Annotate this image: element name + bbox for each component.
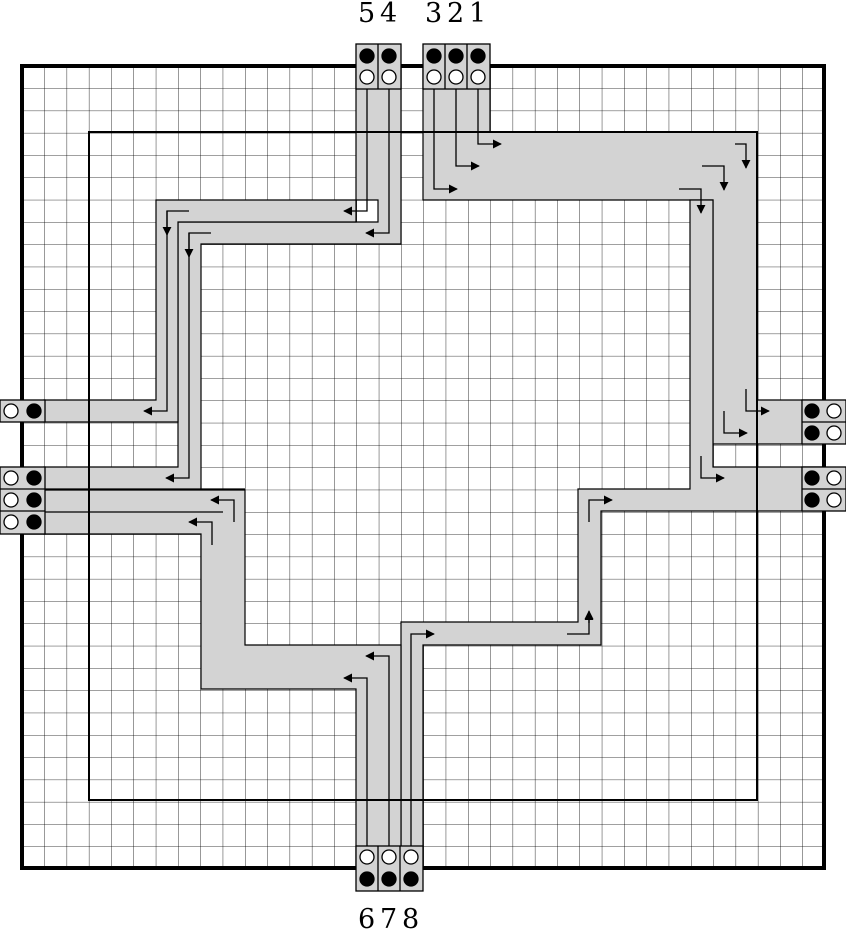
route-left-b: [188, 517, 213, 545]
route-1-c: [745, 389, 770, 416]
route-2-b: [702, 165, 729, 191]
route-2: [455, 88, 480, 171]
route-3-c: [700, 456, 725, 483]
label-2: 2: [447, 0, 464, 29]
route-5: [343, 88, 368, 216]
label-3: 3: [425, 0, 442, 29]
bottom-labels: 6 7 8: [358, 904, 419, 934]
route-2-c: [723, 411, 748, 438]
route-left-a: [210, 495, 235, 522]
route-3: [433, 88, 458, 194]
route-3-b: [679, 188, 706, 214]
inner-boundary: [88, 131, 758, 801]
terminals: [0, 43, 846, 892]
route-7: [365, 651, 390, 858]
channel-left-upper: [43, 199, 357, 423]
label-7: 7: [380, 904, 397, 934]
route-8: [410, 629, 435, 858]
route-1: [477, 88, 502, 149]
route-1-b: [735, 143, 751, 169]
route-4: [365, 88, 390, 238]
label-1: 1: [469, 0, 486, 29]
route-6: [343, 673, 368, 858]
route-4-out: [165, 232, 211, 483]
channels: [43, 65, 825, 869]
route-5-out: [143, 210, 189, 416]
route-r2-b: [567, 611, 594, 635]
route-r2-c: [588, 495, 613, 522]
route-lines: [44, 88, 770, 858]
label-8: 8: [402, 904, 419, 934]
top-labels: 5 4 3 2 1: [358, 0, 486, 29]
channel-right-lower: [400, 199, 825, 869]
label-6: 6: [358, 904, 375, 934]
label-5: 5: [358, 0, 375, 29]
label-4: 4: [380, 0, 397, 29]
